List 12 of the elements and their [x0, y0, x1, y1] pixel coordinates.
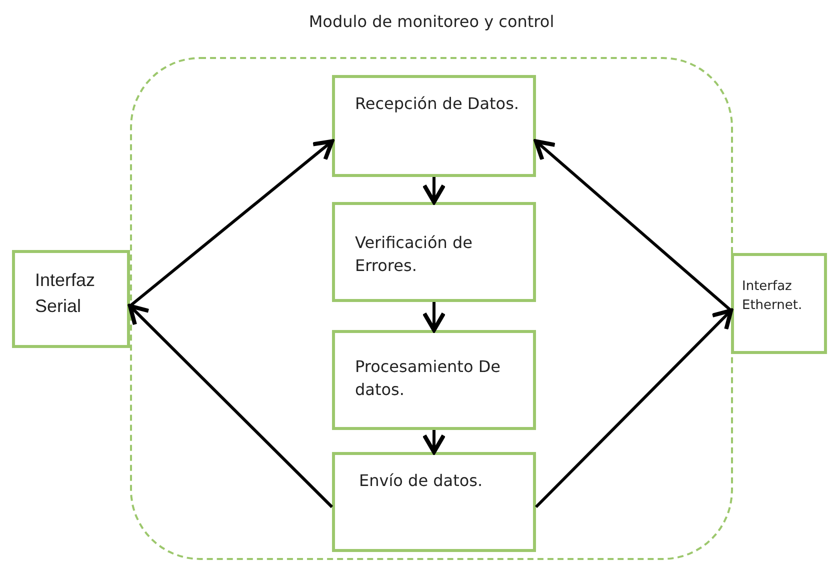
process-box: Recepción de Datos.	[332, 75, 536, 177]
arrow	[534, 308, 734, 508]
arrow	[129, 139, 334, 308]
process-box: Procesamiento De datos.	[332, 330, 536, 430]
arrow	[422, 177, 446, 204]
arrow	[422, 302, 446, 332]
process-box: Verificación de Errores.	[332, 202, 536, 302]
group-title: Modulo de monitoreo y control	[308, 12, 556, 31]
process-box: Envío de datos.	[332, 452, 536, 552]
process-box: Interfaz Serial	[12, 250, 130, 348]
process-box: Interfaz Ethernet.	[731, 253, 827, 354]
arrow	[422, 430, 446, 454]
